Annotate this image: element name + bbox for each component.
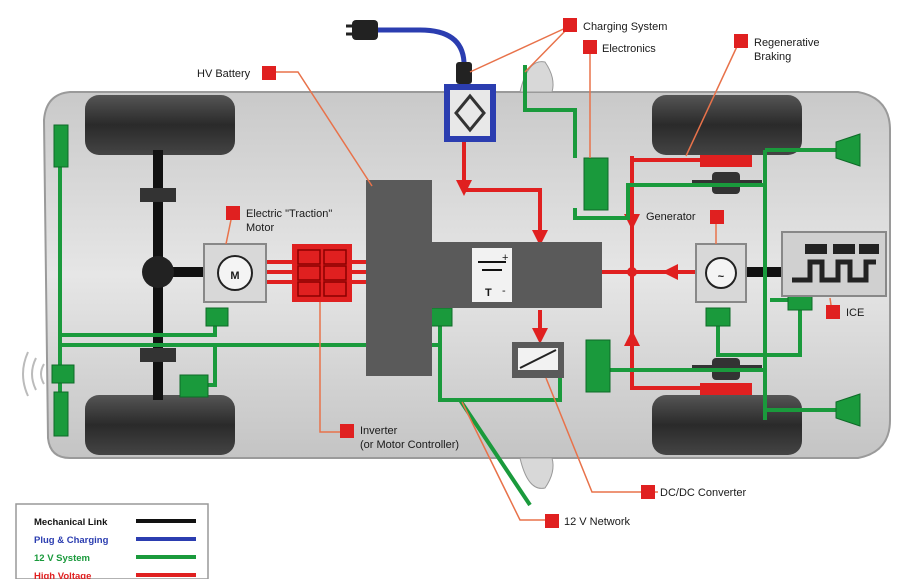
charging-system-box bbox=[444, 84, 496, 142]
axle-mount-top bbox=[140, 188, 176, 202]
axle-mount-bottom bbox=[140, 348, 176, 362]
generator-symbol: ~ bbox=[718, 271, 725, 283]
hv-battery bbox=[366, 180, 602, 376]
label-hv-battery: HV Battery bbox=[197, 68, 251, 80]
wheel-rear-right bbox=[652, 395, 802, 455]
wheel-front-right bbox=[652, 95, 802, 155]
label-dcdc: DC/DC Converter bbox=[660, 487, 747, 499]
label-inverter-2: (or Motor Controller) bbox=[360, 439, 459, 451]
legend-label-12v: 12 V System bbox=[34, 553, 90, 564]
system-12v-lines bbox=[58, 65, 848, 507]
legend: Mechanical Link Plug & Charging 12 V Sys… bbox=[15, 503, 209, 579]
differential bbox=[142, 256, 174, 288]
battery-t-symbol: T bbox=[485, 287, 492, 299]
plug-connector bbox=[456, 62, 472, 84]
dcdc-converter bbox=[512, 342, 564, 378]
plug-cable bbox=[372, 27, 467, 84]
label-charging-system: Charging System bbox=[583, 21, 667, 33]
motor-symbol: M bbox=[230, 270, 239, 282]
wireless-icon bbox=[22, 351, 45, 397]
mirror-bottom bbox=[519, 457, 554, 489]
label-inverter-1: Inverter bbox=[360, 425, 398, 437]
ice-engine bbox=[781, 231, 887, 297]
label-12v-network: 12 V Network bbox=[564, 516, 631, 528]
label-traction-motor-1: Electric "Traction" bbox=[246, 208, 332, 220]
brake-caliper-front bbox=[700, 155, 752, 167]
label-traction-motor-2: Motor bbox=[246, 222, 274, 234]
wheel-front-left bbox=[85, 95, 235, 155]
plug-head bbox=[352, 20, 378, 40]
label-regenerative-1: Regenerative bbox=[754, 37, 819, 49]
battery-minus-symbol: - bbox=[502, 285, 506, 297]
legend-label-plug: Plug & Charging bbox=[34, 535, 109, 546]
legend-label-mechanical: Mechanical Link bbox=[34, 517, 108, 528]
label-electronics: Electronics bbox=[602, 43, 656, 55]
generator-block bbox=[695, 243, 747, 303]
battery-plus-symbol: + bbox=[502, 252, 508, 264]
legend-label-hv: High Voltage bbox=[34, 571, 91, 579]
label-ice: ICE bbox=[846, 307, 864, 319]
high-voltage-lines bbox=[266, 142, 700, 390]
hv-junction bbox=[627, 267, 637, 277]
traction-motor bbox=[203, 243, 267, 303]
wheel-rear-left bbox=[85, 395, 235, 455]
label-generator: Generator bbox=[646, 211, 696, 223]
inverter-block bbox=[292, 244, 352, 302]
brake-caliper-rear bbox=[700, 383, 752, 395]
label-markers bbox=[226, 18, 840, 528]
label-regenerative-2: Braking bbox=[754, 51, 791, 63]
